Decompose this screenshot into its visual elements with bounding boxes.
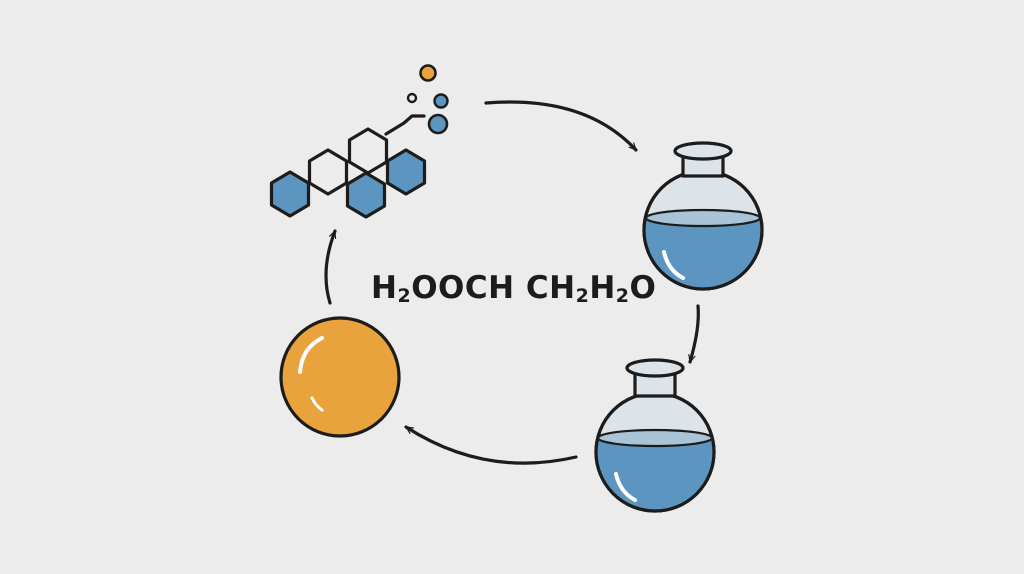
- chemical-formula-label: H2OOCH CH2H2O: [371, 270, 656, 306]
- arrow-flask-to-flask: [688, 304, 700, 364]
- hexagon-blue-icon: [385, 148, 427, 196]
- flask-liquid-surface: [596, 428, 714, 448]
- arrow-molecule-to-flask: [484, 100, 638, 152]
- formula-text: H: [589, 270, 616, 306]
- flask-highlight: [614, 472, 637, 502]
- flask-lip: [625, 358, 685, 378]
- molecule-structure-icon: [269, 64, 449, 219]
- formula-subscript: 2: [397, 285, 412, 307]
- formula-text: O: [629, 270, 657, 306]
- molecule-bond-icon: [384, 114, 426, 136]
- hexagon-outline-icon: [347, 127, 389, 175]
- formula-subscript: 2: [615, 285, 630, 307]
- hexagon-blue-icon: [269, 170, 311, 218]
- sphere-highlight-small: [310, 396, 324, 412]
- flask-liquid-surface: [644, 208, 762, 228]
- flask-highlight: [662, 250, 685, 280]
- formula-text: OOCH CH: [411, 270, 576, 306]
- round-bottom-flask-icon: [642, 141, 764, 291]
- bubble-blue-icon: [433, 93, 449, 109]
- bubble-blue-icon: [427, 113, 449, 135]
- formula-text: H: [371, 270, 398, 306]
- bubble-small-icon: [406, 92, 418, 104]
- sphere-highlight: [298, 336, 324, 374]
- round-bottom-flask-icon: [594, 358, 716, 513]
- flask-liquid: [644, 218, 762, 291]
- flask-liquid: [596, 438, 714, 511]
- hexagon-outline-icon: [307, 148, 349, 196]
- sphere-body: [279, 316, 401, 438]
- orange-sphere-icon: [279, 316, 401, 438]
- hexagon-blue-icon: [345, 171, 387, 219]
- formula-subscript: 2: [575, 285, 590, 307]
- arrow-flask-to-sphere: [404, 425, 578, 465]
- flask-lip: [673, 141, 733, 161]
- arrow-sphere-to-molecule: [324, 229, 337, 305]
- bubble-orange-icon: [419, 64, 437, 82]
